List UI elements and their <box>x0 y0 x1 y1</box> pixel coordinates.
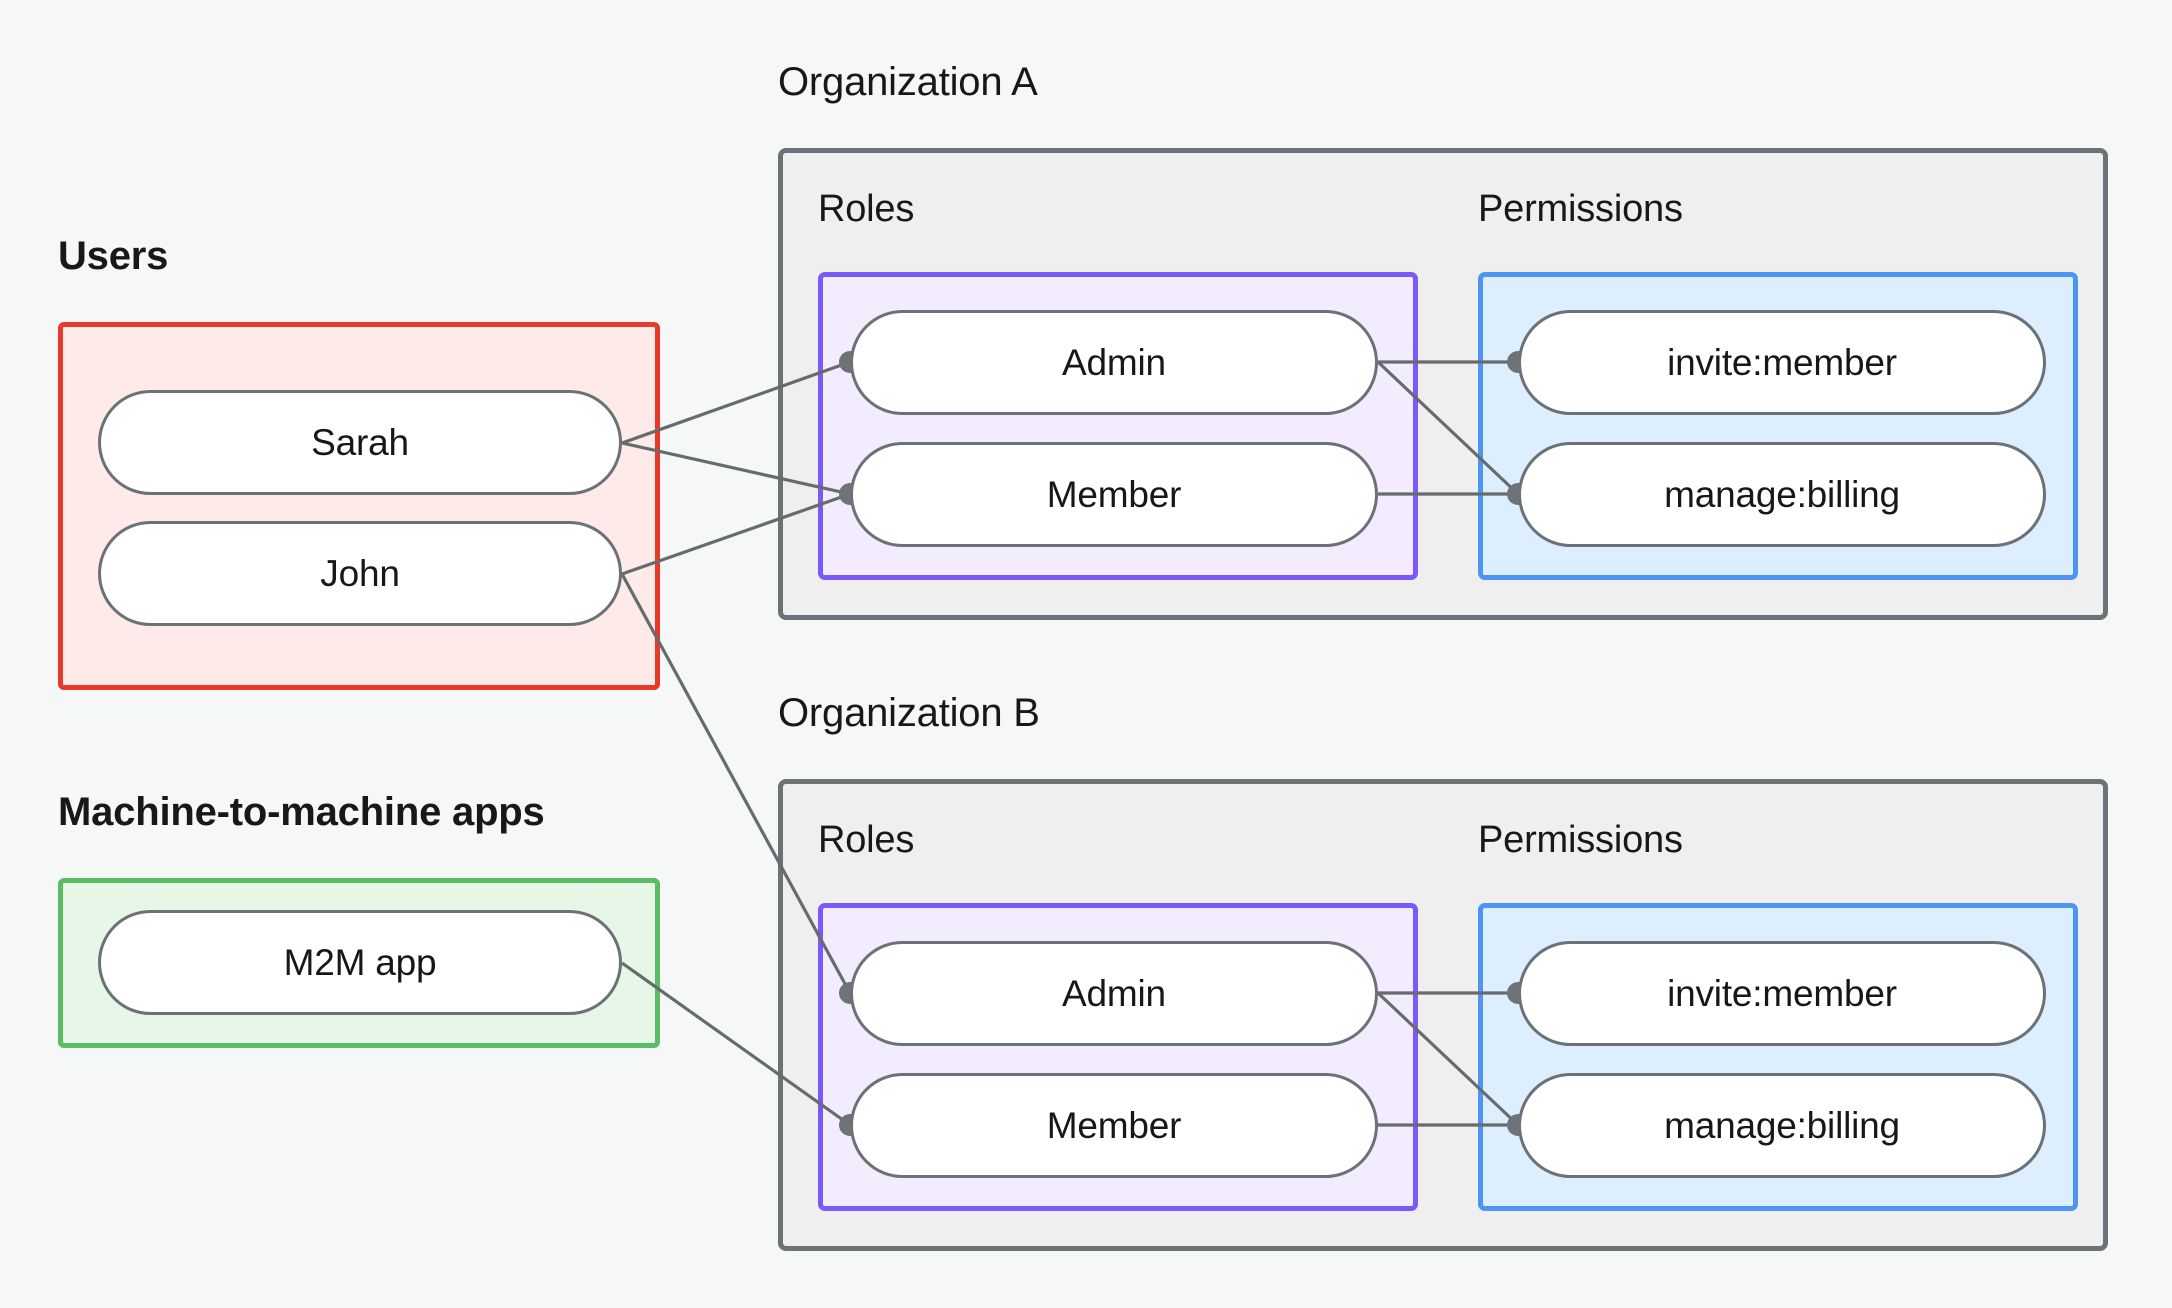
node-orgA-role-admin[interactable]: Admin <box>850 310 1378 415</box>
node-orgA-role-member[interactable]: Member <box>850 442 1378 547</box>
node-orgA-permission-manage-billing[interactable]: manage:billing <box>1518 442 2046 547</box>
organization-a-permissions-title: Permissions <box>1478 188 1683 230</box>
node-orgA-permission-invite-member[interactable]: invite:member <box>1518 310 2046 415</box>
users-group-box <box>58 322 660 690</box>
node-user-sarah[interactable]: Sarah <box>98 390 622 495</box>
node-orgB-role-member[interactable]: Member <box>850 1073 1378 1178</box>
m2m-group-title: Machine-to-machine apps <box>58 790 545 834</box>
organization-b-title: Organization B <box>778 691 1040 735</box>
organization-b-permissions-title: Permissions <box>1478 819 1683 861</box>
organization-b-roles-title: Roles <box>818 819 915 861</box>
node-orgB-role-admin[interactable]: Admin <box>850 941 1378 1046</box>
node-m2m-app[interactable]: M2M app <box>98 910 622 1015</box>
node-orgB-permission-manage-billing[interactable]: manage:billing <box>1518 1073 2046 1178</box>
users-group-title: Users <box>58 234 169 278</box>
organization-a-roles-title: Roles <box>818 188 915 230</box>
node-orgB-permission-invite-member[interactable]: invite:member <box>1518 941 2046 1046</box>
organization-a-title: Organization A <box>778 60 1038 104</box>
node-user-john[interactable]: John <box>98 521 622 626</box>
